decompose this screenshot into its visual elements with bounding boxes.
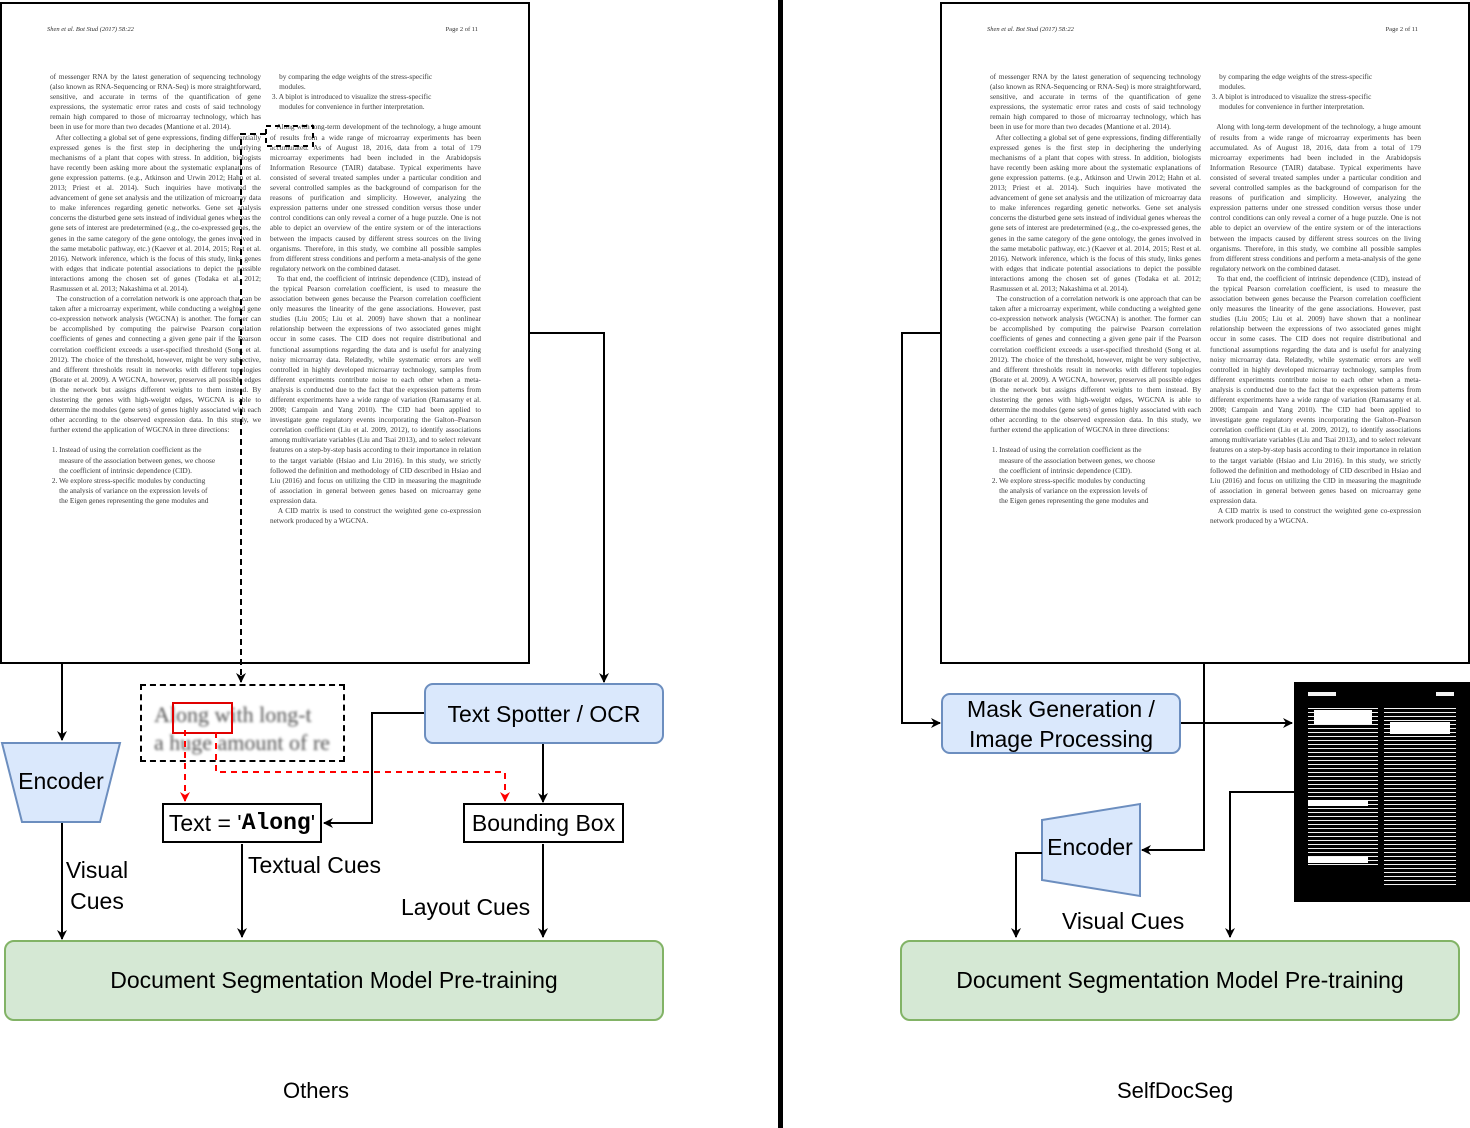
mask-highlight xyxy=(1314,710,1372,724)
mask-text-column xyxy=(1308,708,1378,868)
visual-cues-label-right: Visual Cues xyxy=(1062,908,1185,934)
mask-generation-label: Mask Generation / Image Processing xyxy=(967,695,1155,752)
layout-cues-label: Layout Cues xyxy=(401,894,531,920)
page-header-left: Shen et al. Bot Stud (2017) 58:22 xyxy=(987,26,1074,33)
mask-highlight xyxy=(1308,800,1368,806)
arrow-image-to-pretrain xyxy=(1225,791,1294,938)
visual-cues-label-left: Visual Cues xyxy=(65,857,129,914)
pretraining-label-right: Document Segmentation Model Pre-training xyxy=(956,967,1404,993)
page-column-1: of messenger RNA by the latest generatio… xyxy=(990,72,1201,505)
mask-text-column xyxy=(1384,708,1456,888)
mask-header-bar xyxy=(1308,692,1336,696)
page-header-right: Page 2 of 11 xyxy=(445,26,478,33)
document-page-right: Shen et al. Bot Stud (2017) 58:22 Page 2… xyxy=(940,2,1470,664)
text-value: Along xyxy=(241,810,311,836)
binary-mask-image xyxy=(1294,682,1470,902)
mask-generation-node: Mask Generation / Image Processing xyxy=(941,693,1181,754)
caption-others: Others xyxy=(283,1078,350,1103)
encoder-label-left: Encoder xyxy=(18,768,104,794)
encoder-node-left xyxy=(0,742,122,823)
arrow-page-to-ocr xyxy=(530,332,609,683)
caption-selfdocseg: SelfDocSeg xyxy=(1117,1078,1234,1103)
text-prefix: Text = ' xyxy=(168,809,242,836)
ocr-node: Text Spotter / OCR xyxy=(424,683,664,744)
pretraining-node-left: Document Segmentation Model Pre-training xyxy=(4,940,664,1021)
arrow-page-to-mask xyxy=(901,332,941,728)
mask-header-bar xyxy=(1436,692,1454,696)
document-page-left: Shen et al. Bot Stud (2017) 58:22 Page 2… xyxy=(0,2,530,664)
bounding-box-label: Bounding Box xyxy=(471,809,616,836)
bounding-box-node: Bounding Box xyxy=(463,803,624,843)
text-crop-region: Along with long-t a huge amount of re xyxy=(140,684,345,762)
mask-highlight xyxy=(1308,857,1368,863)
arrow-page-to-encoder-right xyxy=(1141,664,1205,855)
encoder-label-right: Encoder xyxy=(1047,834,1133,860)
page-column-2: by comparing the edge weights of the str… xyxy=(1210,72,1421,526)
page-column-2: by comparing the edge weights of the str… xyxy=(270,72,481,526)
text-suffix: ' xyxy=(310,809,316,836)
panel-divider xyxy=(778,0,783,1128)
textual-cues-label: Textual Cues xyxy=(248,852,381,878)
encoder-node-right xyxy=(1041,802,1141,898)
page-column-1: of messenger RNA by the latest generatio… xyxy=(50,72,261,505)
pretraining-node-right: Document Segmentation Model Pre-training xyxy=(900,940,1460,1021)
mask-highlight xyxy=(1390,722,1450,734)
word-highlight-box xyxy=(172,702,233,734)
page-header-left: Shen et al. Bot Stud (2017) 58:22 xyxy=(47,26,134,33)
ocr-label: Text Spotter / OCR xyxy=(447,700,641,727)
pretraining-label-left: Document Segmentation Model Pre-training xyxy=(110,967,558,993)
page-header-right: Page 2 of 11 xyxy=(1385,26,1418,33)
text-value-node: Text = 'Along' xyxy=(162,803,322,843)
